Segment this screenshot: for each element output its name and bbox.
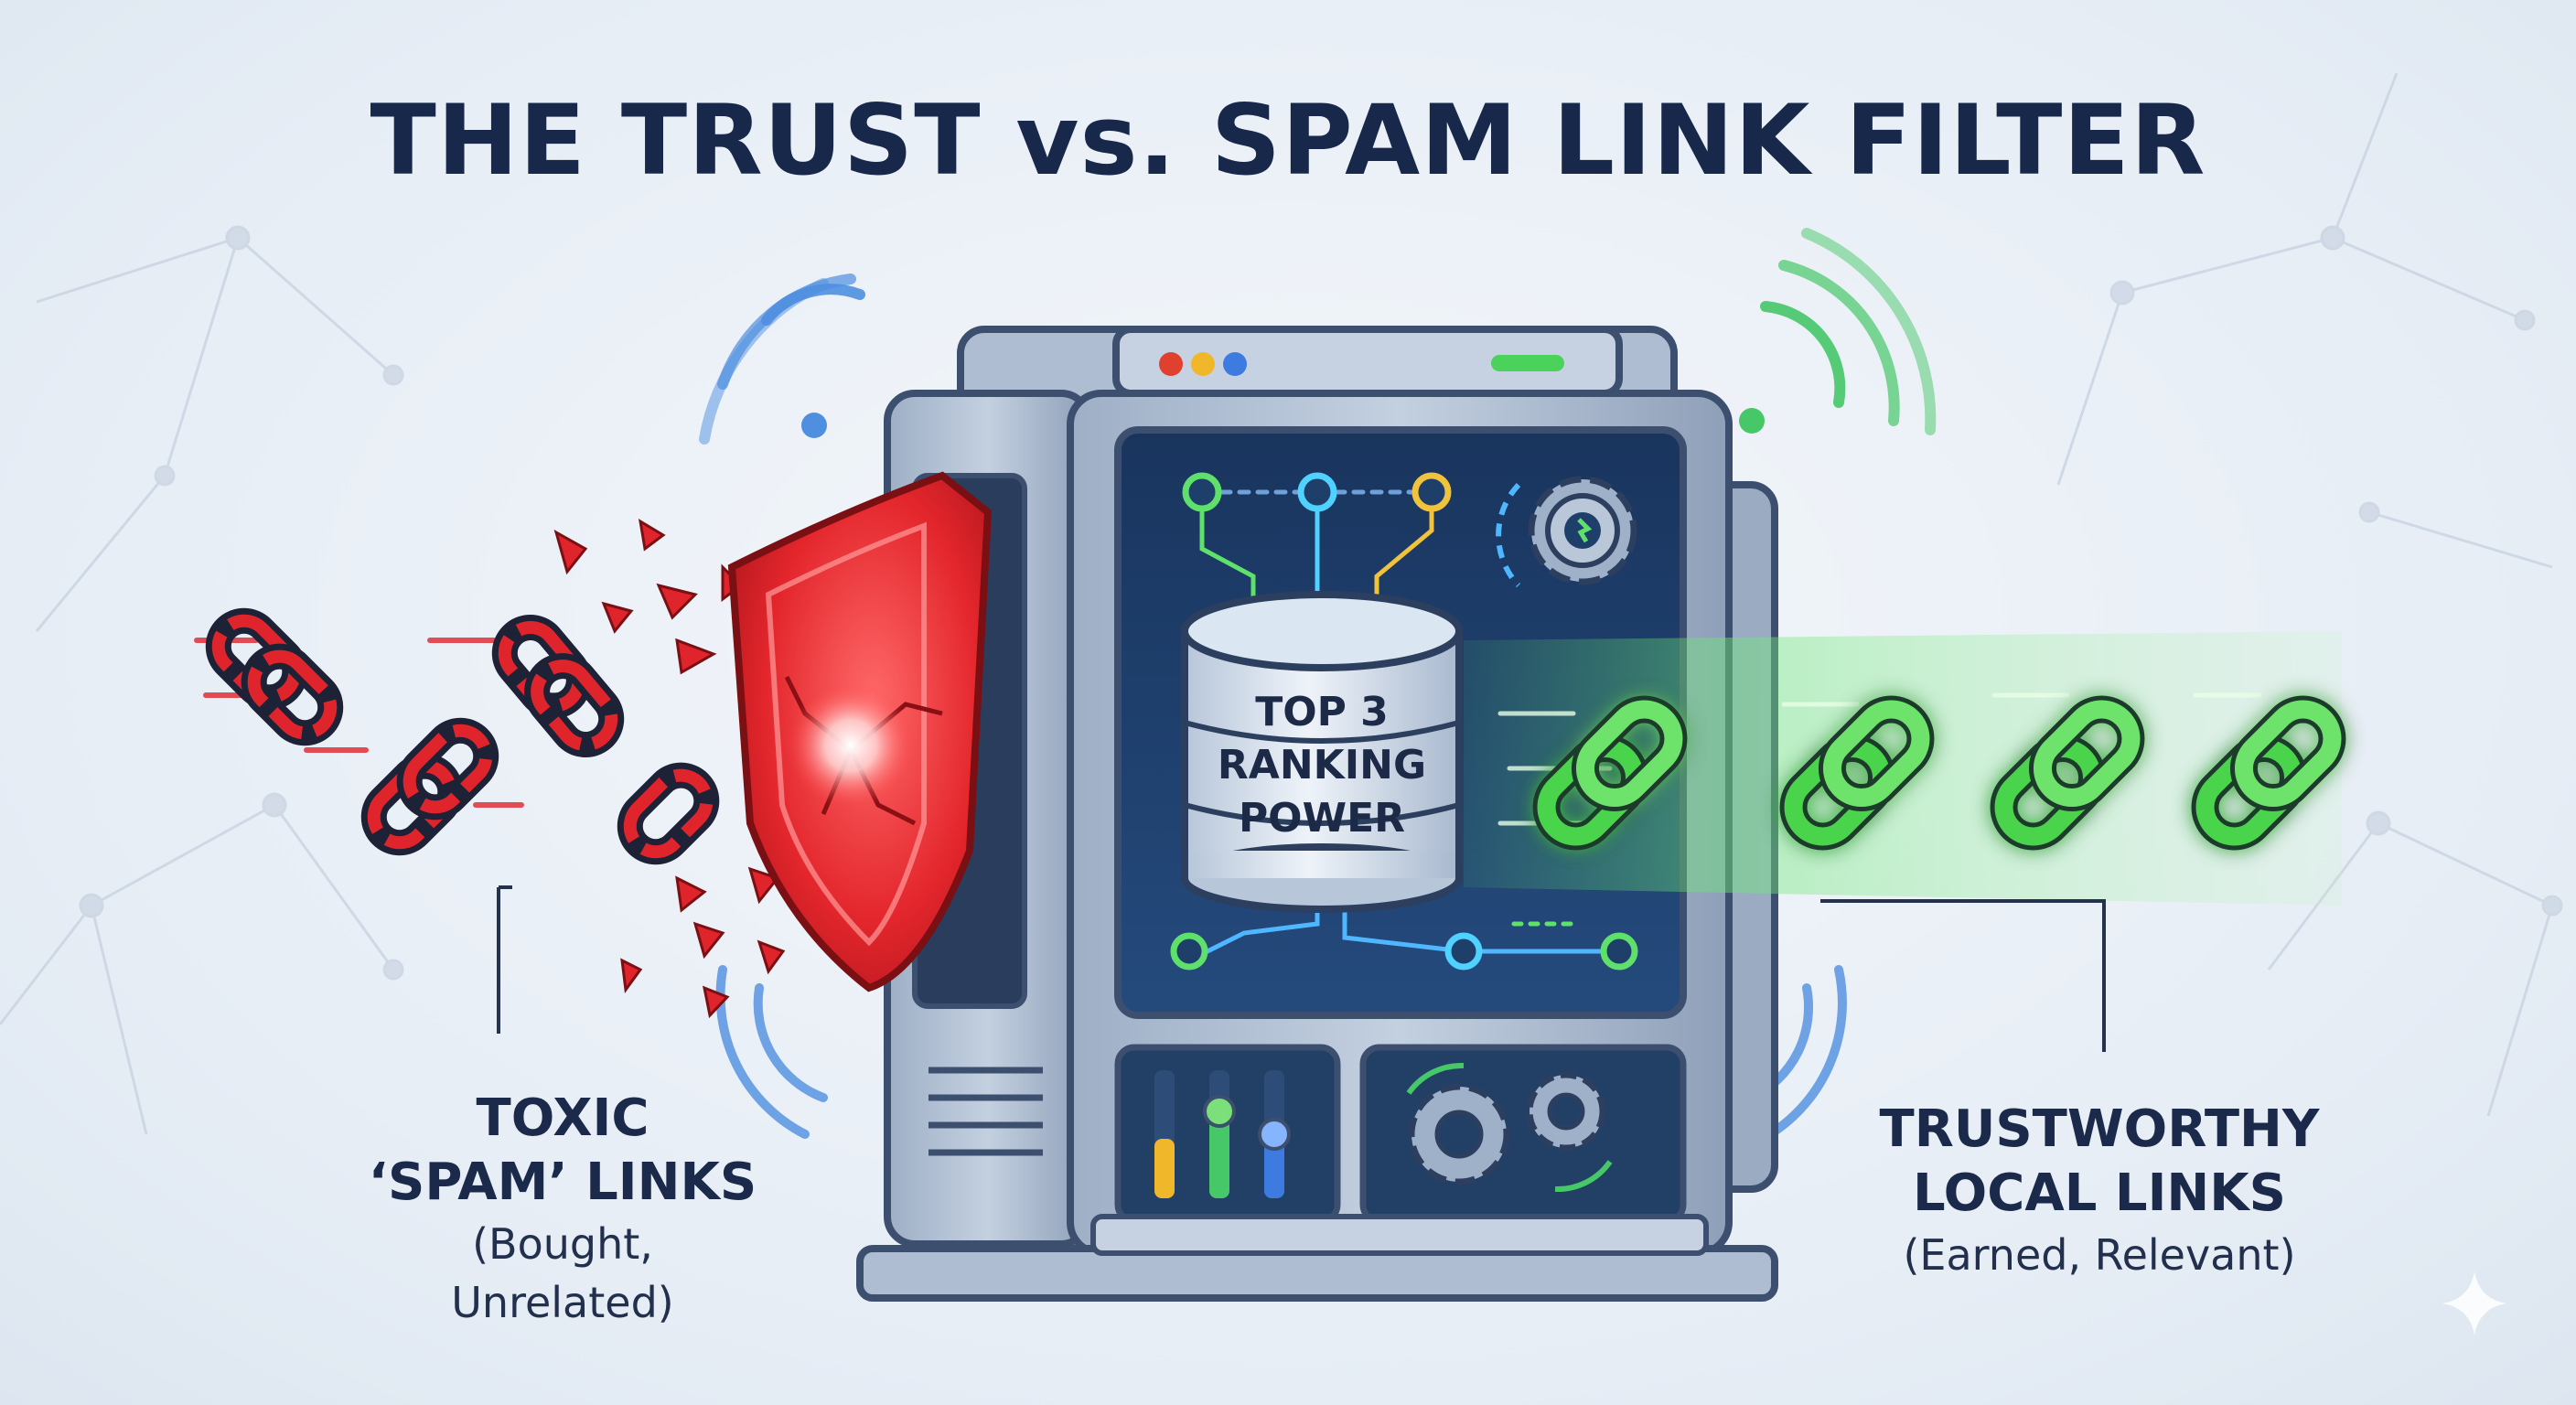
trust-label-line2: LOCAL LINKS [1912,1164,2287,1223]
sparkle-icon [2442,1271,2506,1335]
database-label-line2: RANKING [1217,742,1427,788]
spam-label-line2: ‘SPAM’ LINKS [368,1153,757,1212]
node-cyan [1297,472,1337,512]
page-title: THE TRUST vs. SPAM LINK FILTER [370,84,2206,197]
trust-chain-links [1532,695,2346,851]
gear-icon [1528,476,1637,585]
spam-links-label: TOXIC ‘SPAM’ LINKS (Bought, Unrelated) [361,1087,764,1332]
trust-label-line1: TRUSTWORTHY [1879,1099,2320,1159]
spam-chain-links [194,607,720,865]
database-icon [1181,591,1463,913]
trust-label-detail: (Earned, Relevant) [1903,1230,2296,1280]
chain-link-icon [2191,695,2346,851]
trust-links-label: TRUSTWORTHY LOCAL LINKS (Earned, Relevan… [1825,1098,2374,1284]
broken-chain-icon [205,607,344,746]
shield-icon [727,471,993,992]
node-green-right [1600,932,1638,971]
node-yellow [1411,472,1452,512]
broken-chain-icon [360,717,499,856]
database-label: TOP 3 RANKING POWER [1194,686,1450,845]
broken-chain-icon [617,762,720,865]
chain-link-icon [1779,695,1935,851]
spam-label-line1: TOXIC [476,1089,649,1148]
broken-chain-icon [491,614,625,758]
window-dot-red [1159,352,1183,376]
gear-arrow-icon [1496,482,1521,588]
database-label-line3: POWER [1238,795,1406,842]
node-green [1182,472,1222,512]
node-green-bottom [1170,932,1208,971]
callout-lines [497,885,2106,1052]
window-dot-blue [1223,352,1247,376]
gear-pair-icon [1406,1062,1613,1193]
signal-waves-left-icon [699,273,865,445]
database-label-line1: TOP 3 [1255,689,1389,735]
node-blue-bottom [1444,932,1483,971]
signal-waves-right-icon [1739,228,1937,435]
spam-label-detail: (Bought, Unrelated) [451,1219,674,1327]
chain-link-icon [1532,695,1688,851]
window-dot-yellow [1191,352,1215,376]
chain-link-icon [1990,695,2145,851]
